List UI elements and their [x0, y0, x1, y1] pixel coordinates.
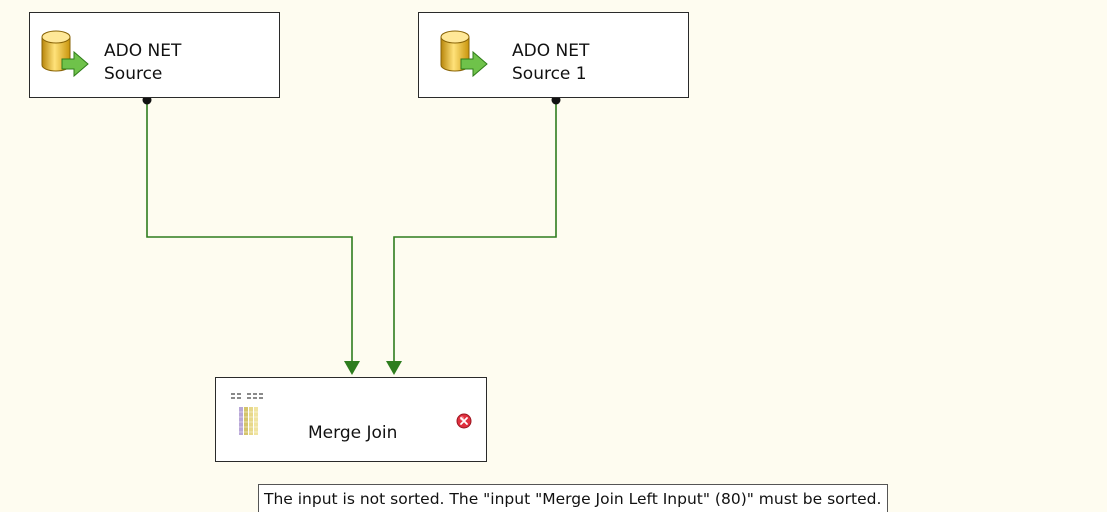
component-name-line1: ADO NET	[512, 41, 590, 61]
error-tooltip: The input is not sorted. The "input "Mer…	[258, 484, 889, 512]
database-source-icon	[38, 29, 90, 83]
database-source-icon	[437, 29, 489, 83]
path-source1-to-merge-join[interactable]	[386, 103, 557, 375]
component-name-line1: ADO NET	[104, 41, 182, 61]
path-source-to-merge-join[interactable]	[146, 103, 360, 375]
component-name-line2: Source 1	[512, 64, 587, 84]
merge-join-icon	[231, 393, 271, 441]
error-icon[interactable]	[456, 413, 472, 433]
component-ado-net-source[interactable]: ADO NET Source	[29, 12, 280, 98]
component-name: Merge Join	[308, 423, 398, 443]
component-merge-join[interactable]: Merge Join	[215, 377, 487, 462]
component-name-line2: Source	[104, 64, 163, 84]
component-ado-net-source-1[interactable]: ADO NET Source 1	[418, 12, 689, 98]
